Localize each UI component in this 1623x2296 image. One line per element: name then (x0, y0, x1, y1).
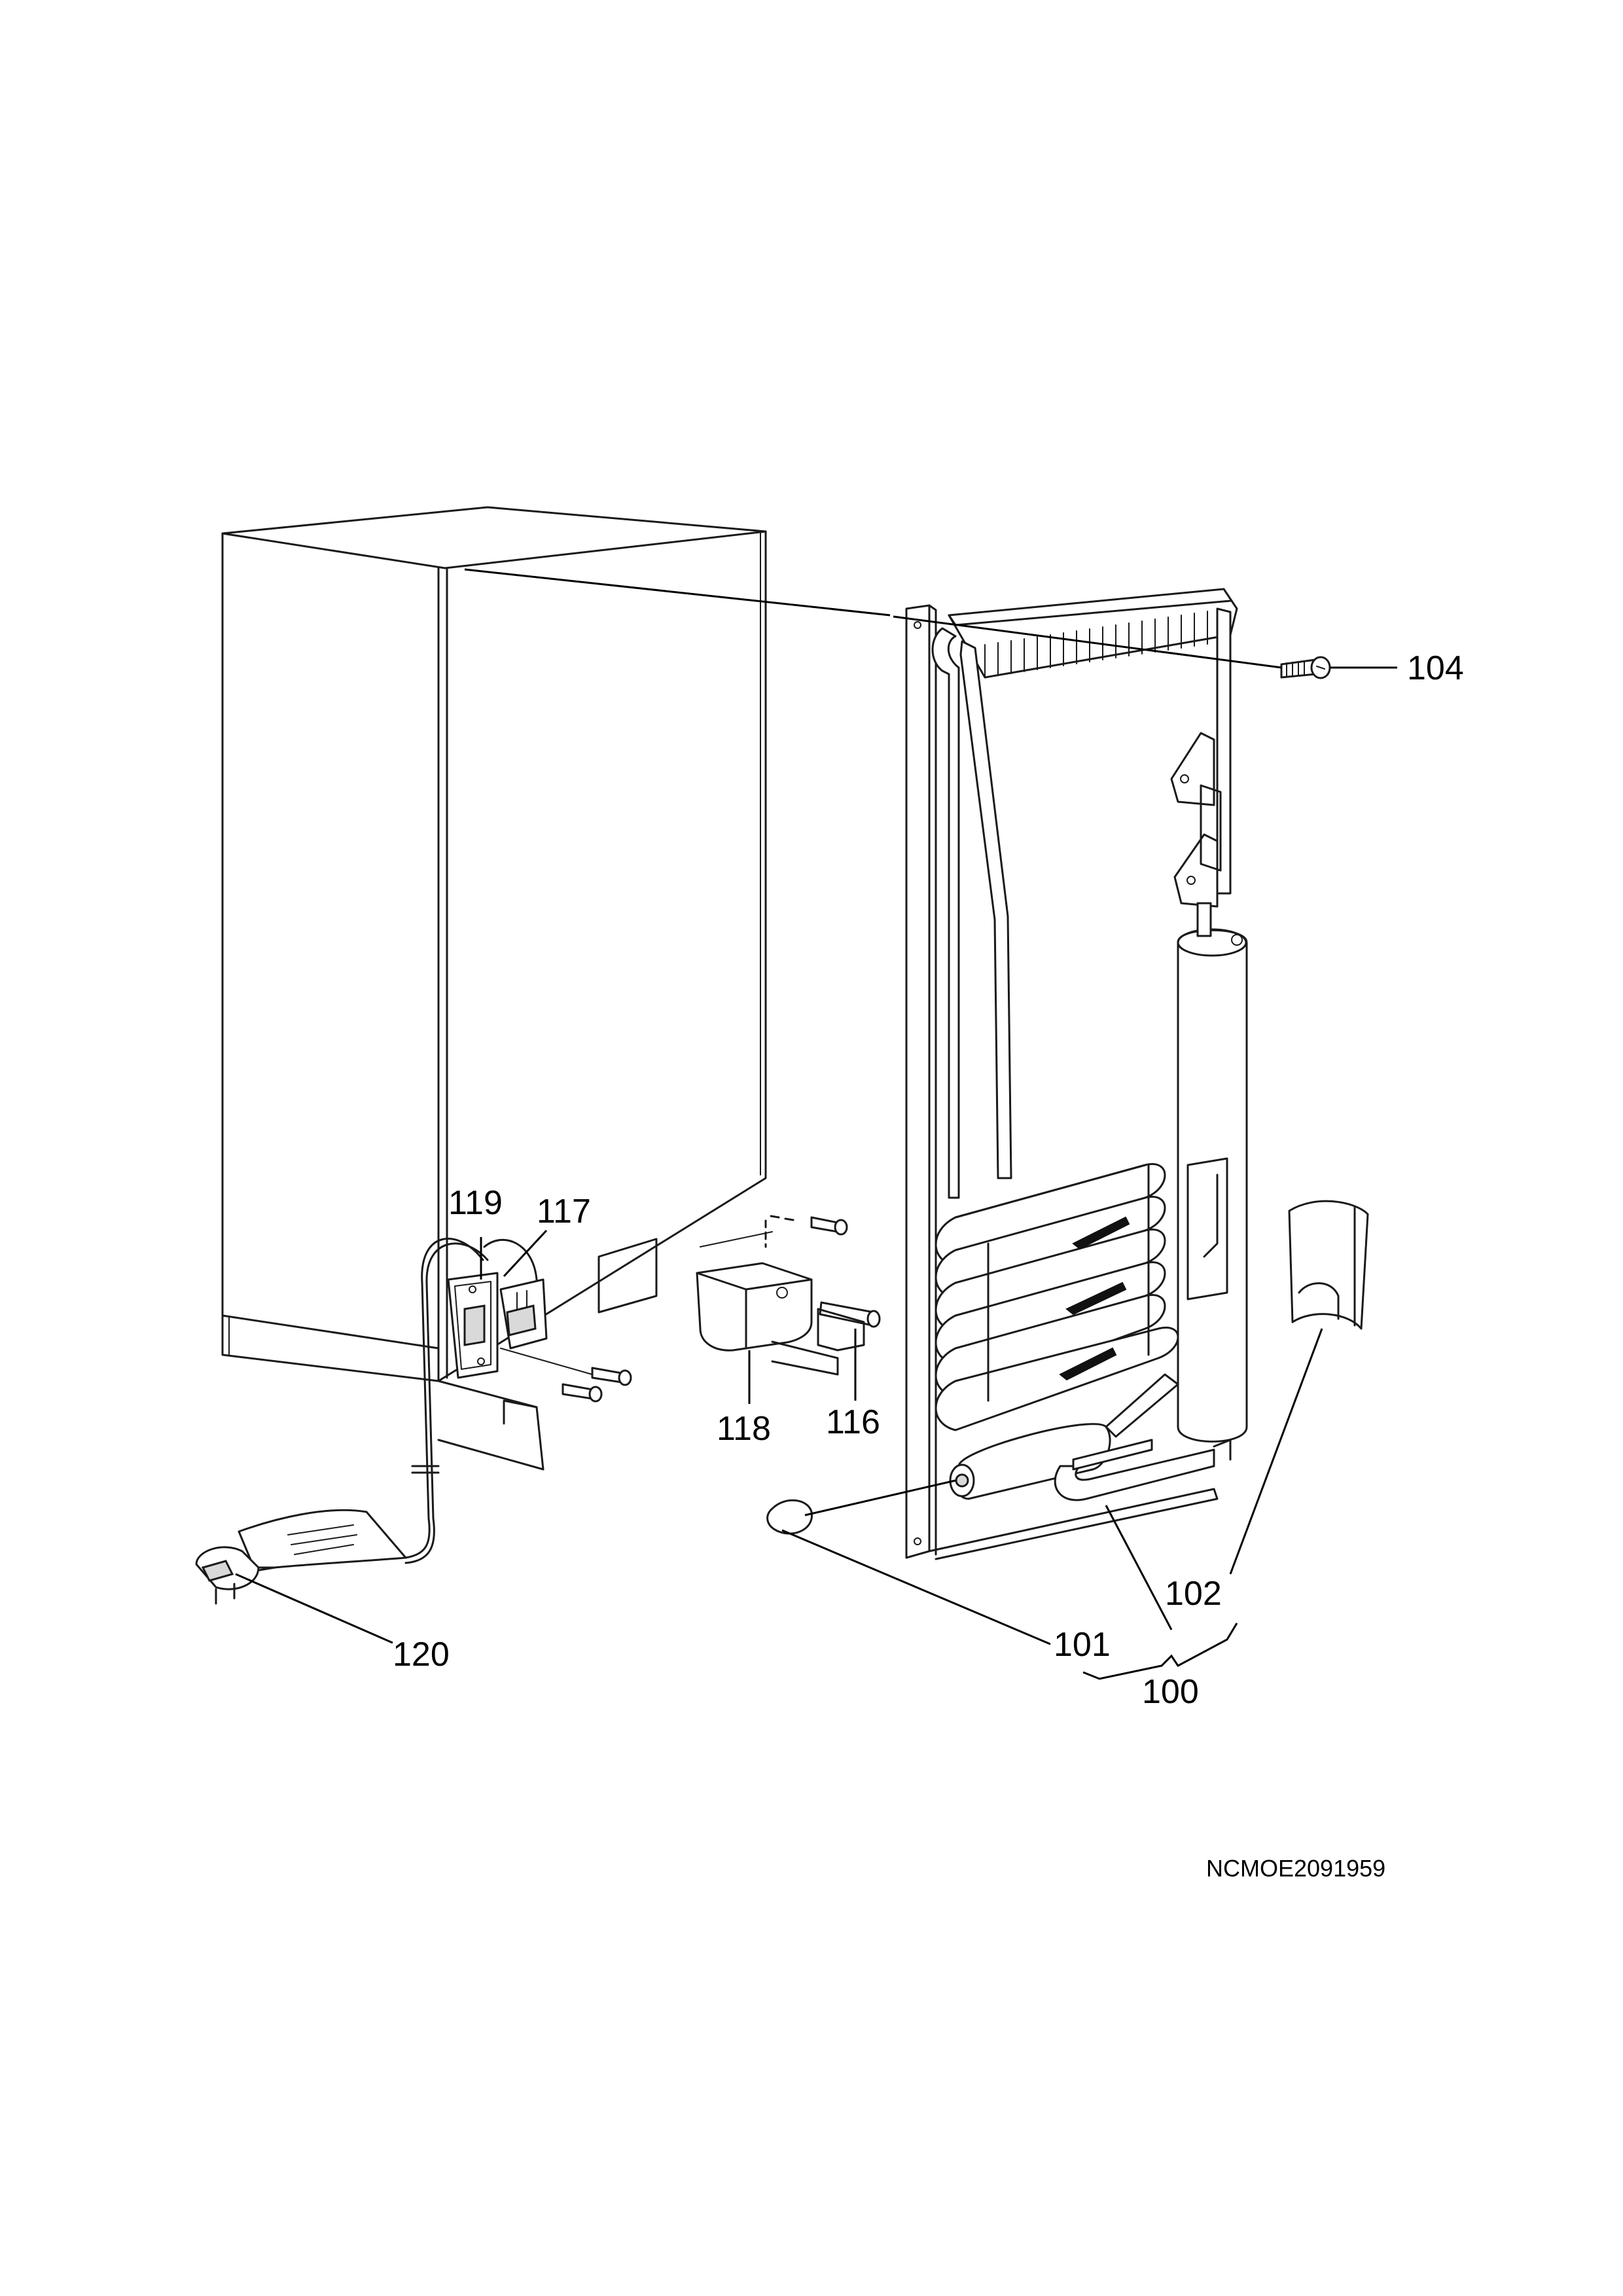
thermostat-bracket-119 (447, 1272, 499, 1379)
label-116: 116 (826, 1403, 880, 1441)
screws-thermostat (500, 1348, 632, 1403)
leader-104-screw (893, 615, 1282, 669)
dashed-screw-line (770, 1215, 794, 1221)
label-104: 104 (1407, 649, 1464, 687)
thermostat-117 (499, 1278, 548, 1350)
condenser-fins (984, 609, 1221, 678)
cooling-coils (935, 1163, 1179, 1431)
label-102: 102 (1165, 1575, 1222, 1613)
leader-120 (235, 1573, 393, 1644)
power-cable-120 (195, 1238, 538, 1605)
leader-101-cap (804, 1479, 956, 1516)
leader-101 (781, 1529, 1051, 1645)
leader-102 (1229, 1328, 1323, 1575)
assembly-leader-line (464, 568, 891, 617)
screw-104 (1280, 656, 1331, 679)
screw-116 (819, 1301, 881, 1328)
burner-housing-118 (696, 1262, 865, 1376)
leader-117 (503, 1229, 548, 1278)
screw-118-top (810, 1216, 848, 1236)
cooling-unit-assembly (905, 588, 1369, 1560)
label-119: 119 (448, 1184, 503, 1222)
label-100: 100 (1142, 1673, 1199, 1711)
drawing-code: NCMOE2091959 (1206, 1855, 1385, 1882)
label-118: 118 (717, 1410, 771, 1448)
leader-102-absorber (1105, 1505, 1173, 1630)
label-101: 101 (1054, 1626, 1111, 1664)
cap-101 (766, 1499, 813, 1535)
refrigerator-cabinet (221, 506, 773, 1471)
label-117: 117 (537, 1193, 591, 1230)
label-120: 120 (393, 1636, 450, 1674)
brace-100 (1082, 1623, 1238, 1680)
